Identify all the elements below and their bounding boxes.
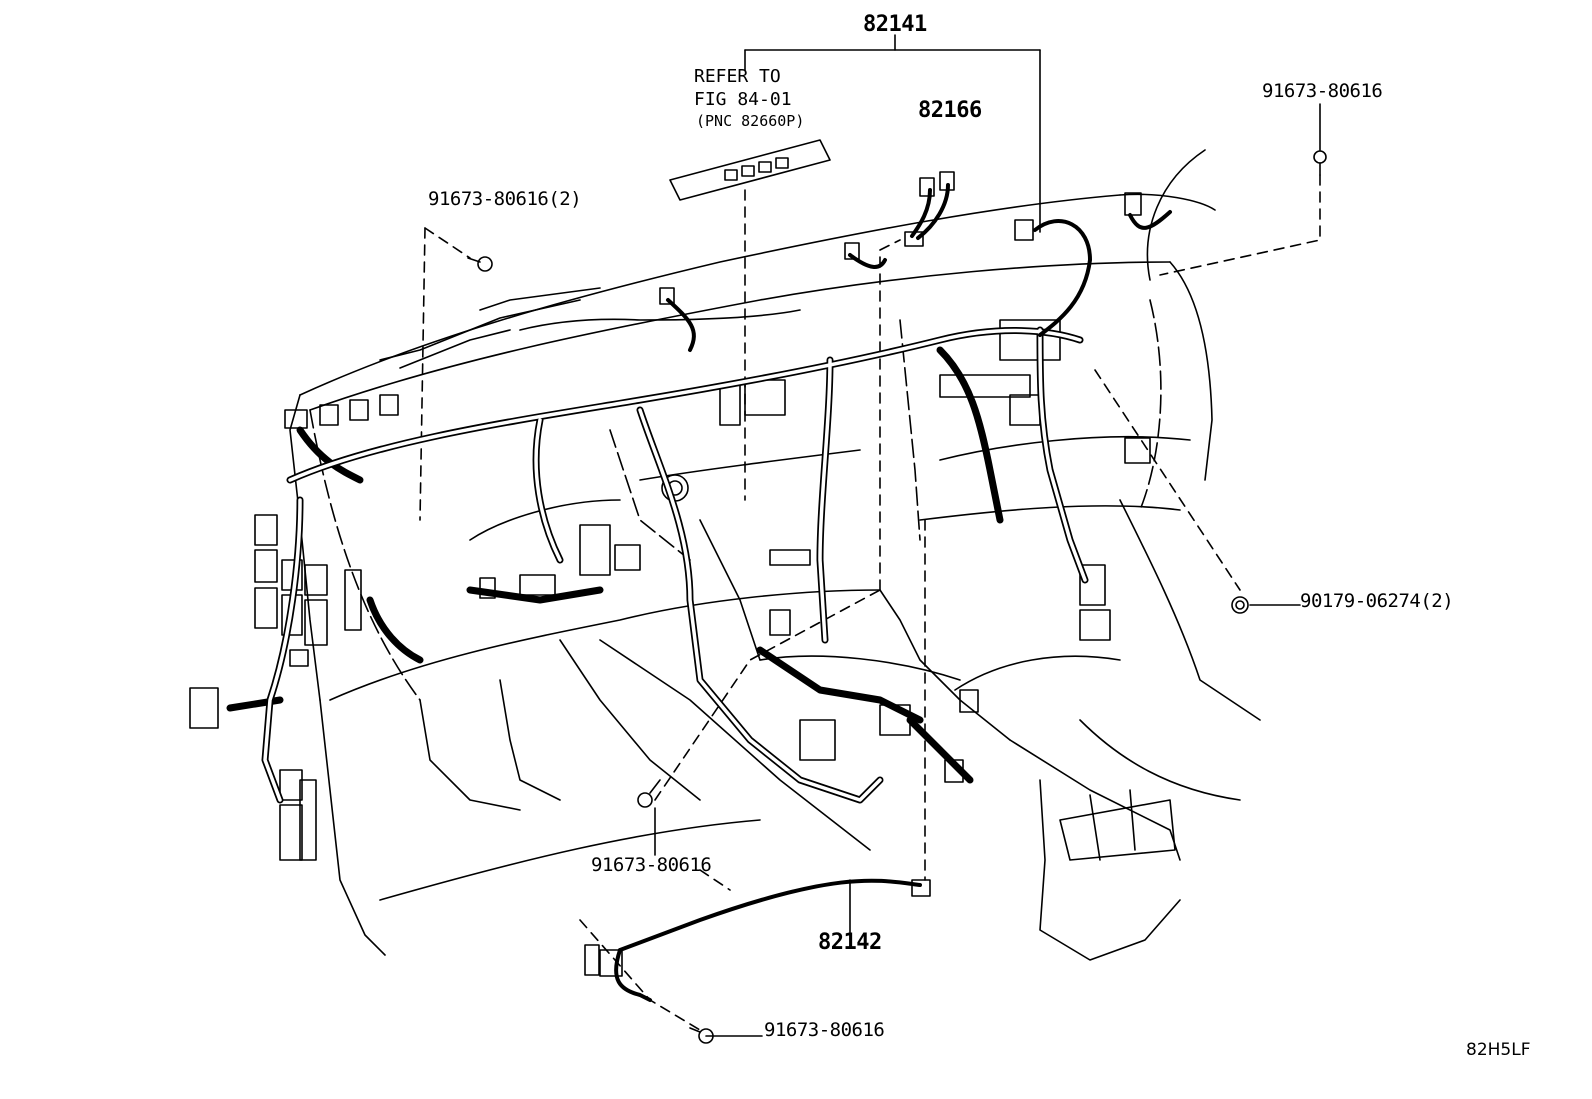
- harness-leads: [614, 183, 1172, 1002]
- reference-line-3: (PNC 82660P): [696, 112, 805, 130]
- callout-82166: 82166: [918, 98, 982, 123]
- callout-82141: 82141: [863, 12, 927, 37]
- callout-82142: 82142: [818, 930, 882, 955]
- leader-lines: [654, 34, 1321, 1037]
- reference-component: [669, 139, 831, 201]
- fasteners: [467, 150, 1327, 1044]
- reference-line-1: REFER TO: [694, 66, 781, 87]
- instrument-panel-outline: [289, 149, 1261, 961]
- diagram-code: 82H5LF: [1466, 1040, 1531, 1060]
- callout-bolt-center: 91673-80616: [591, 854, 712, 876]
- reference-line-2: FIG 84-01: [694, 89, 792, 110]
- center-connectors: [479, 171, 1151, 977]
- assembly-lines: [419, 174, 1321, 1031]
- left-connector-block: [189, 394, 399, 861]
- panel-boundary: [309, 299, 1162, 701]
- callout-bolt-bottom: 91673-80616: [764, 1019, 885, 1041]
- callout-bolt-top-left: 91673-80616(2): [428, 188, 582, 210]
- callout-bolt-top-right: 91673-80616: [1262, 80, 1383, 102]
- callout-clip-right: 90179-06274(2): [1300, 590, 1454, 612]
